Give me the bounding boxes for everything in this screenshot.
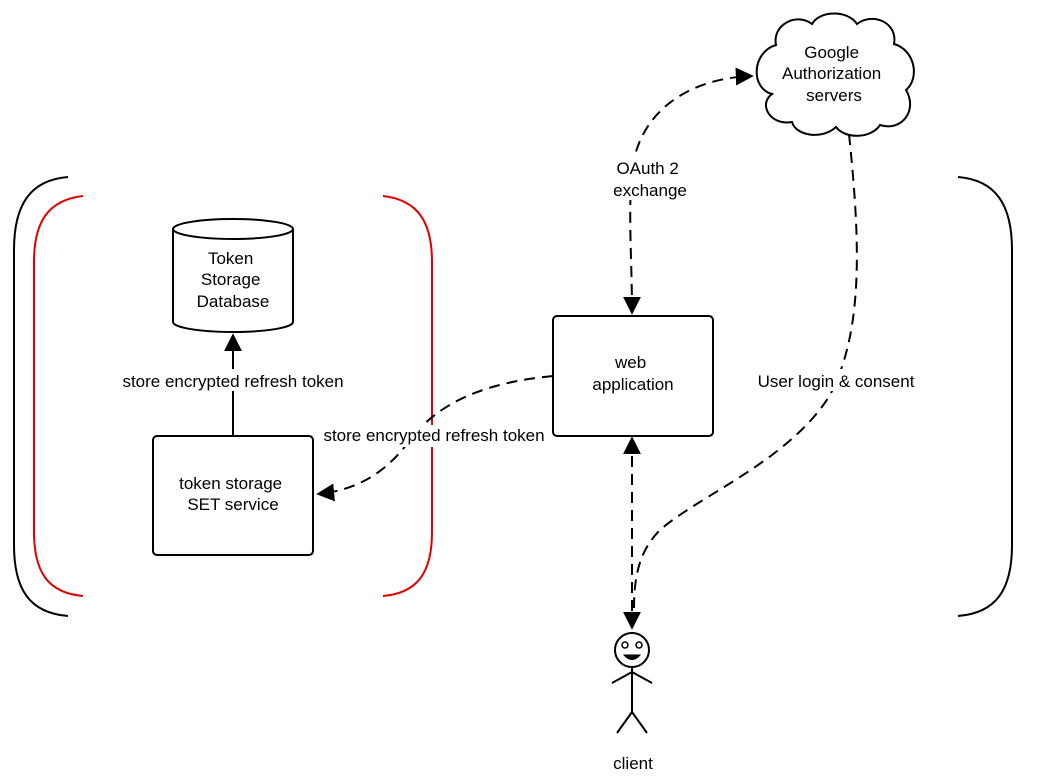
client-head	[614, 632, 650, 668]
edge-oauth-exchange	[622, 67, 754, 315]
database-label-line-3: Database	[197, 292, 270, 311]
svg-text:Google Authorization: Google Authorization servers	[782, 43, 886, 105]
database-label-line-1: Token	[208, 249, 253, 268]
outer-bracket-right	[957, 176, 1013, 617]
svg-text:Token Storage Data: Token Storage Database	[197, 249, 270, 311]
edge-label-oauth-line-2: exchange	[613, 181, 687, 200]
web-app-label-line-2: application	[592, 375, 673, 394]
database-label-line-2: Storage	[201, 270, 261, 289]
web-application: web application	[552, 315, 714, 437]
edge-label-store-from-web: store encrypted refresh token	[323, 426, 544, 445]
google-label-line-3: servers	[806, 86, 862, 105]
google-label-line-1: Google	[804, 43, 859, 62]
token-storage-service: token storage SET service	[152, 435, 314, 556]
client-label: client	[613, 754, 653, 773]
service-label-line-1: token storage	[179, 474, 282, 493]
edge-label-oauth-line-1: OAuth 2	[616, 159, 678, 178]
svg-text:token storage SET servic: token storage SET service	[179, 474, 287, 514]
edge-label-consent: User login & consent	[758, 372, 915, 391]
client-actor	[611, 632, 653, 734]
outer-bracket-left	[13, 176, 69, 617]
inner-bracket-left	[33, 195, 84, 597]
inner-bracket-right	[382, 195, 433, 597]
edge-user-consent	[633, 133, 858, 609]
google-authorization-cloud: Google Authorization servers	[755, 12, 915, 137]
token-storage-database: Token Storage Database	[172, 218, 294, 333]
web-app-label-line-1: web	[614, 353, 646, 372]
edge-label-store-internal: store encrypted refresh token	[122, 372, 343, 391]
service-label-line-2: SET service	[187, 495, 278, 514]
svg-text:OAuth 2 exchange: OAuth 2 exchange	[613, 159, 687, 200]
google-label-line-2: Authorization	[782, 64, 881, 83]
svg-text:web application: web application	[592, 353, 673, 394]
